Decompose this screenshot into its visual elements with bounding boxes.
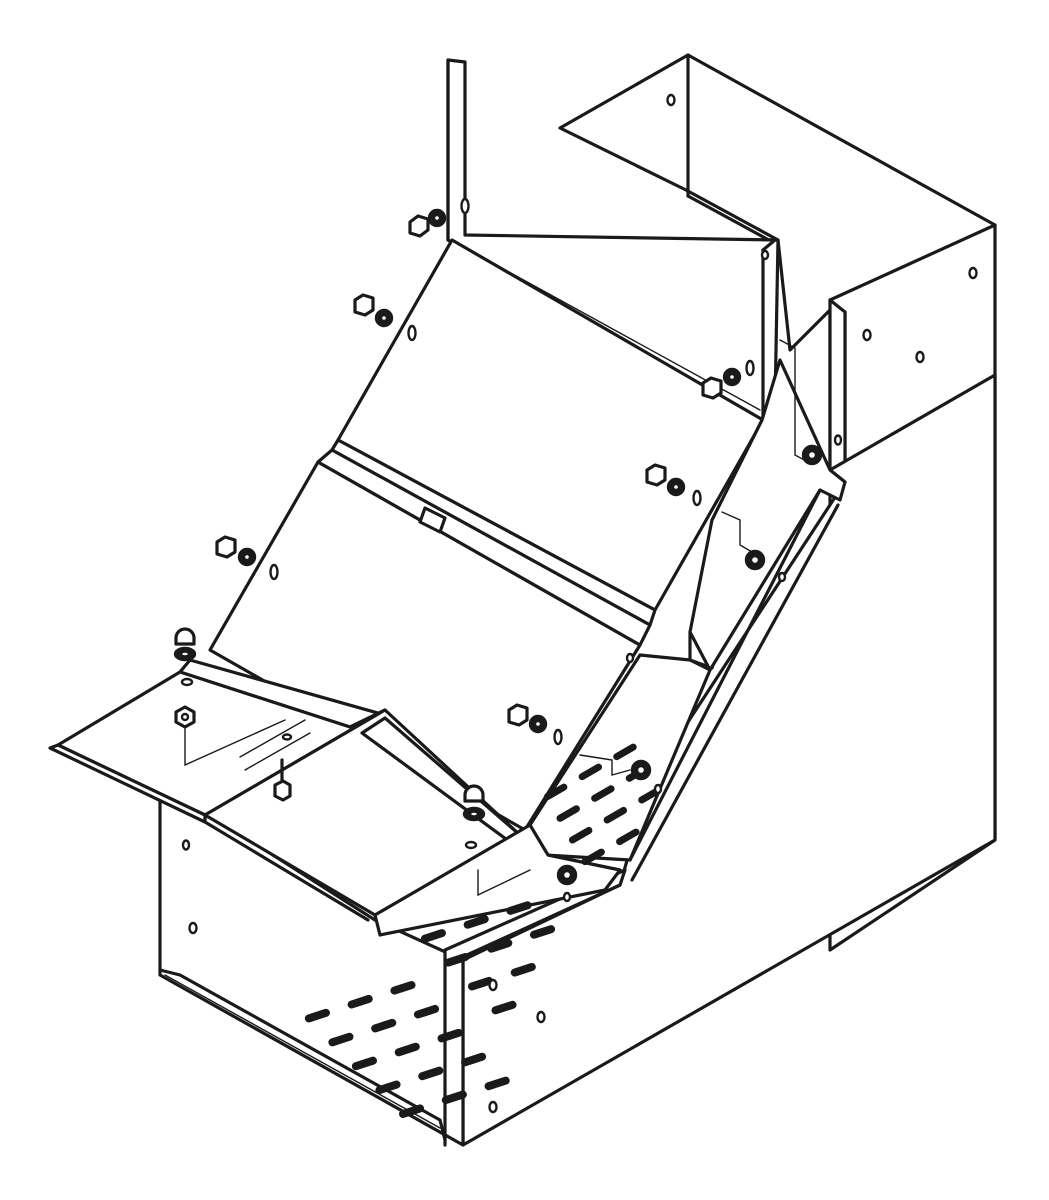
fastener-set-bend-right [630, 444, 823, 781]
fastener-set-lower-center [462, 784, 578, 886]
assembly-guide-lines [477, 339, 809, 897]
fastener-set-lower-left [173, 627, 311, 802]
fastener-set-upper-left [353, 293, 417, 342]
cover-segment-middle [208, 448, 652, 832]
fastener-set-middle-right [645, 463, 702, 507]
fastener-set-top [408, 197, 470, 238]
fasteners [173, 197, 823, 886]
fastener-set-middle-left [215, 535, 279, 581]
cover-segment-upper [330, 238, 765, 627]
fastener-set-upper-right [701, 359, 755, 400]
cover-segment-lower [48, 658, 522, 922]
mounting-holes [181, 93, 978, 1114]
fastener-set-lower-middle [507, 703, 563, 746]
